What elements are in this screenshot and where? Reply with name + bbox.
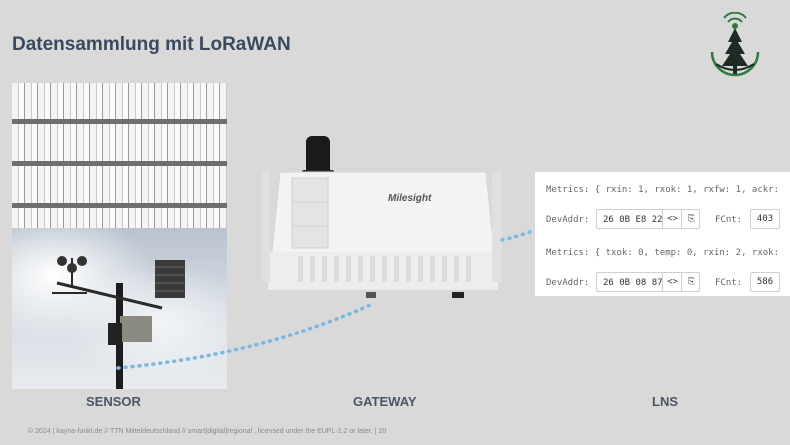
fcnt-label-2: FCnt: [715, 278, 743, 288]
lns-caption: LNS [652, 394, 678, 409]
gateway-device-image [262, 136, 502, 298]
weather-station-icon [52, 256, 185, 389]
devaddr-field-2: 26 0B 08 87 <> ⎘ [596, 272, 700, 292]
gateway-brand-label: Milesight [388, 193, 432, 204]
slide-title: Datensammlung mit LoRaWAN [12, 34, 291, 55]
copy-icon[interactable]: ⎘ [681, 273, 701, 291]
copy-icon[interactable]: ⎘ [681, 210, 701, 228]
devaddr-value-1: 26 0B E8 22 [603, 215, 663, 225]
fcnt-label-1: FCnt: [715, 215, 743, 225]
devaddr-value-2: 26 0B 08 87 [603, 278, 663, 288]
sensor-gateway-link [116, 303, 372, 370]
fcnt-value-1: 403 [750, 209, 780, 229]
metrics-line-2: Metrics: { txok: 0, temp: 0, rxin: 2, rx… [546, 248, 779, 258]
devaddr-label-1: DevAddr: [546, 215, 590, 225]
sensor-photo [12, 83, 227, 389]
devaddr-label-2: DevAddr: [546, 278, 590, 288]
devaddr-field-1: 26 0B E8 22 <> ⎘ [596, 209, 700, 229]
gateway-lns-link [500, 228, 537, 242]
metrics-line-1: Metrics: { rxin: 1, rxok: 1, rxfw: 1, ac… [546, 185, 779, 195]
code-toggle-icon[interactable]: <> [662, 210, 682, 228]
lns-console-panel: Metrics: { rxin: 1, rxok: 1, rxfw: 1, ac… [535, 172, 790, 296]
binder-shelf-image [12, 83, 227, 231]
sensor-caption: SENSOR [86, 394, 141, 409]
tree-radio-logo-icon [710, 12, 760, 77]
code-toggle-icon[interactable]: <> [662, 273, 682, 291]
fcnt-value-2: 586 [750, 272, 780, 292]
slide-footer: © 2024 | kayna-funkt.de // TTN Mitteldeu… [28, 428, 387, 435]
gateway-caption: GATEWAY [353, 394, 417, 409]
